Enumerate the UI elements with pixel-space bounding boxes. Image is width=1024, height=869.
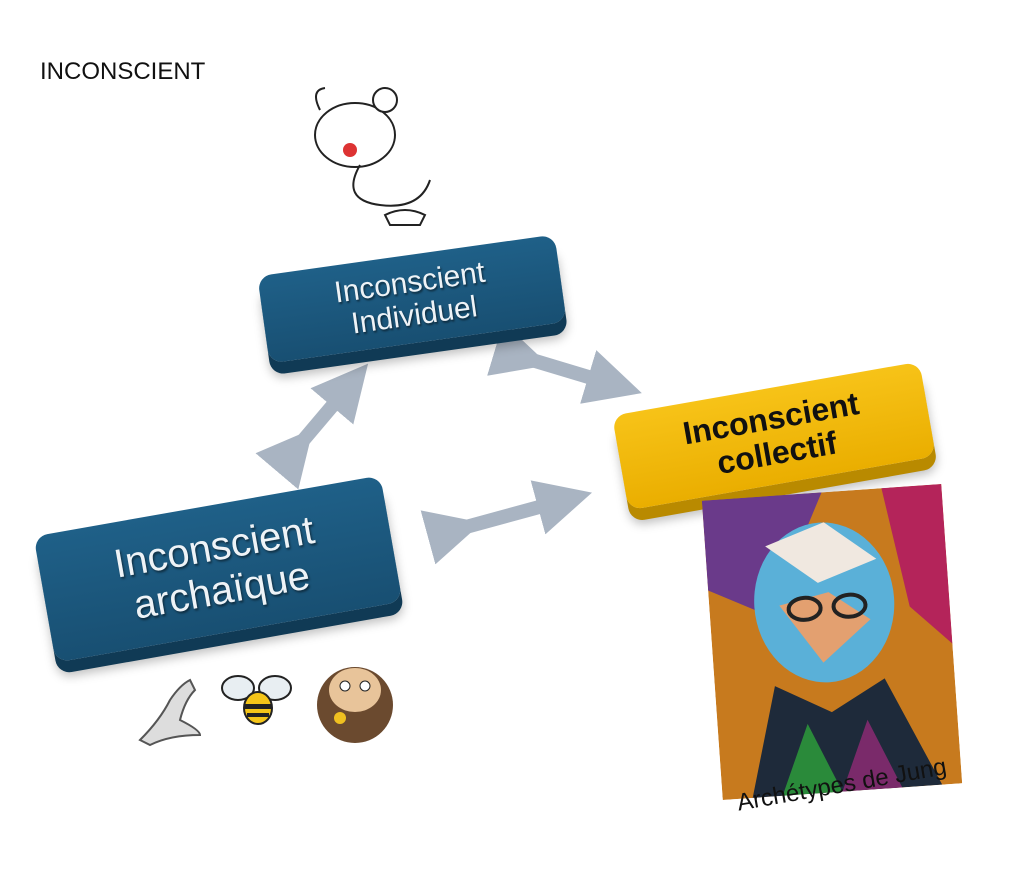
arrow-archaique-collectif — [420, 480, 593, 565]
bee-illustration — [221, 675, 292, 725]
arrow-archaique-individuel — [255, 363, 369, 490]
diagram-title: INCONSCIENT — [40, 58, 206, 85]
genie-illustration — [314, 87, 431, 226]
lizard-illustration — [138, 678, 202, 747]
arrow-individuel-collectif — [487, 322, 642, 404]
jung-portrait — [701, 483, 963, 801]
monkey-illustration — [317, 667, 393, 743]
